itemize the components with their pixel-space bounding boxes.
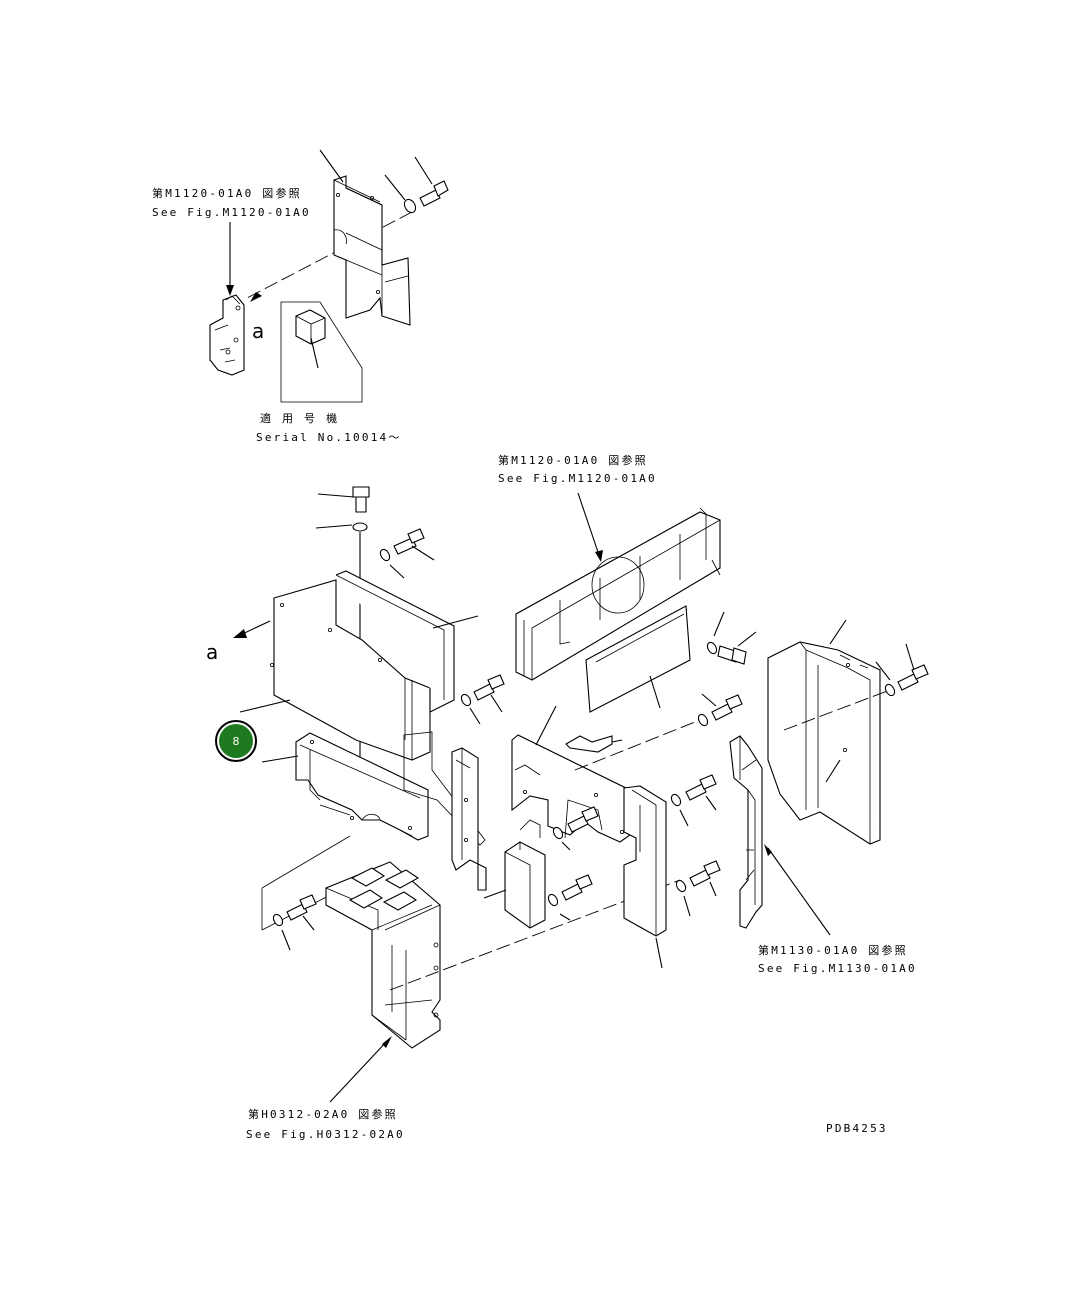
top-bolt (352, 486, 370, 513)
vertical-bar (451, 747, 487, 891)
ref-m1130-en: See Fig.M1130-01A0 (758, 962, 917, 975)
bolt-j (897, 664, 929, 691)
detail-bolt (419, 180, 449, 207)
bolt-g (689, 860, 721, 887)
ref-m1120-top-jp: 第M1120-01A0 図参照 (152, 186, 302, 200)
right-housing (767, 641, 881, 845)
main-assembly: a (206, 453, 929, 1141)
long-rail (729, 735, 763, 929)
bolt-e (567, 806, 599, 833)
bolt-h (711, 694, 743, 721)
ref-m1120-top-en: See Fig.M1120-01A0 (152, 206, 311, 219)
detail-rubber-block (295, 309, 326, 345)
callout-badge[interactable] (219, 724, 253, 758)
callout-marker[interactable]: 8 (215, 720, 257, 762)
fan-shroud (515, 507, 721, 681)
ref-m1120-mid-en: See Fig.M1120-01A0 (498, 472, 657, 485)
bolt-f (685, 774, 717, 801)
ref-h0312-en: See Fig.H0312-02A0 (246, 1128, 405, 1141)
view-mark-a-detail: a (252, 319, 264, 343)
bolt-i (717, 645, 747, 665)
side-cover (623, 785, 667, 937)
ref-m1130-jp: 第M1130-01A0 図参照 (758, 943, 908, 957)
bolt-c (286, 894, 317, 921)
serial-en: Serial No.10014～ (256, 431, 402, 444)
ref-m1120-mid-jp: 第M1120-01A0 図参照 (498, 453, 648, 467)
bolt-d (561, 874, 593, 901)
detail-bracket (209, 294, 245, 376)
drawing-code: PDB4253 (826, 1122, 888, 1135)
bolt-b (473, 674, 505, 701)
callout-number: 8 (233, 735, 240, 748)
detail-washer (403, 198, 417, 214)
base-stand (325, 861, 441, 1049)
serial-jp: 適 用 号 機 (260, 411, 339, 425)
top-washer (352, 522, 368, 532)
bolt-a (393, 528, 425, 555)
view-mark-a-main: a (206, 640, 218, 664)
tag-plate (565, 735, 613, 753)
ref-h0312-jp: 第H0312-02A0 図参照 (248, 1107, 398, 1121)
detail-view-a: 第M1120-01A0 図参照 See Fig.M1120-01A0 a 適 用… (152, 149, 449, 444)
lower-plate (585, 605, 691, 713)
